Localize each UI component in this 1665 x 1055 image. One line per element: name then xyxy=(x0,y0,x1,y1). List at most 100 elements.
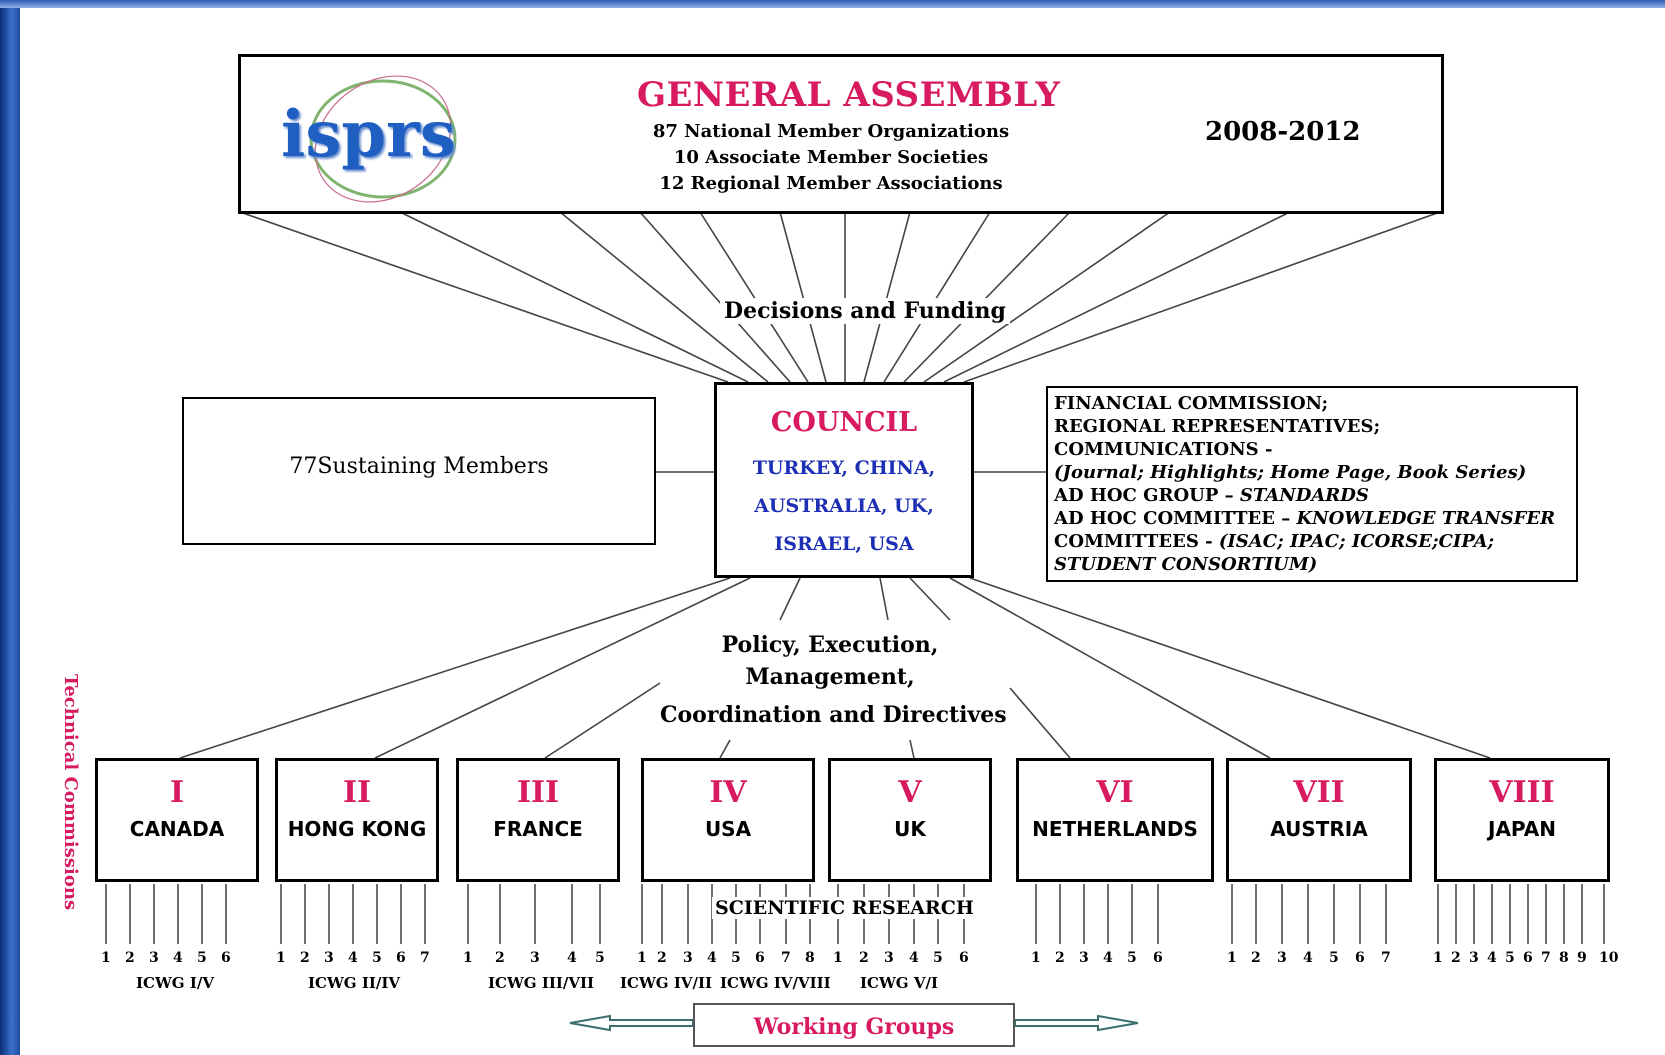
commission-country: HONG KONG xyxy=(287,817,427,841)
wg-number: 3 xyxy=(1079,950,1089,966)
wg-number: 5 xyxy=(1127,950,1137,966)
wg-number: 3 xyxy=(1469,950,1479,966)
wg-number: 4 xyxy=(909,950,919,966)
slide-left-border xyxy=(0,0,20,1055)
technical-commissions-label: Technical Commissions xyxy=(60,674,81,911)
commission-country: UK xyxy=(894,817,926,841)
commission-numeral: I xyxy=(169,775,185,810)
council-title: COUNCIL xyxy=(770,407,918,438)
wg-number: 5 xyxy=(595,950,605,966)
commission-country: JAPAN xyxy=(1488,817,1556,841)
commissions-committees-box: FINANCIAL COMMISSION; REGIONAL REPRESENT… xyxy=(1046,386,1578,582)
commission-link xyxy=(909,577,951,621)
wg-number: 9 xyxy=(1577,950,1587,966)
commission-country: USA xyxy=(704,817,752,841)
wg-number: 5 xyxy=(1505,950,1515,966)
communications-detail-line: (Journal; Highlights; Home Page, Book Se… xyxy=(1054,462,1527,483)
wg-number: 5 xyxy=(372,950,382,966)
wg-number: 1 xyxy=(1031,950,1041,966)
commission-numeral: VI xyxy=(1096,775,1134,810)
committees-label: COMMITTEES - xyxy=(1054,531,1219,552)
committees-detail: (ISAC; IPAC; ICORSE;CIPA; xyxy=(1218,531,1495,552)
commission-numeral: VII xyxy=(1293,775,1345,810)
wg-number: 3 xyxy=(1277,950,1287,966)
period-label: 2008-2012 xyxy=(1205,117,1361,147)
fan-line xyxy=(963,211,1441,383)
commission-link xyxy=(949,577,1271,759)
wg-number: 1 xyxy=(463,950,473,966)
wg-number: 2 xyxy=(495,950,505,966)
ad-hoc-committee-label: AD HOC COMMITTEE – xyxy=(1054,508,1297,529)
communications-line: COMMUNICATIONS - xyxy=(1054,439,1273,460)
wg-number: 2 xyxy=(657,950,667,966)
commission-box-v: V UK xyxy=(828,758,992,882)
commission-box-vi: VI NETHERLANDS xyxy=(1016,758,1214,882)
committees-list: FINANCIAL COMMISSION; REGIONAL REPRESENT… xyxy=(1054,392,1555,576)
wg-number: 2 xyxy=(859,950,869,966)
icwg-label: ICWG II/IV xyxy=(308,974,400,992)
wg-number: 6 xyxy=(396,950,406,966)
commission-numeral: VIII xyxy=(1489,775,1555,810)
fan-line xyxy=(399,211,749,383)
wg-number: 8 xyxy=(1559,950,1569,966)
fan-line xyxy=(863,211,911,383)
icwg-label: ICWG V/I xyxy=(860,974,938,992)
financial-commission-line: FINANCIAL COMMISSION; xyxy=(1054,393,1329,414)
commission-link xyxy=(719,739,731,759)
wg-number: 7 xyxy=(420,950,430,966)
commission-link xyxy=(544,682,661,759)
wg-number: 5 xyxy=(197,950,207,966)
commission-box-iv: IV USA xyxy=(641,758,815,882)
fan-line xyxy=(779,211,827,383)
wg-number: 6 xyxy=(221,950,231,966)
fan-line xyxy=(699,211,809,383)
commission-link xyxy=(179,577,731,759)
wg-number: 7 xyxy=(1381,950,1391,966)
ad-hoc-committee-line: AD HOC COMMITTEE – KNOWLEDGE TRANSFER xyxy=(1054,507,1555,530)
wg-number: 5 xyxy=(933,950,943,966)
regional-representatives-line: REGIONAL REPRESENTATIVES; xyxy=(1054,416,1381,437)
wg-number: 3 xyxy=(683,950,693,966)
wg-number: 6 xyxy=(959,950,969,966)
wg-number: 2 xyxy=(125,950,135,966)
ad-hoc-group-label: AD HOC GROUP – xyxy=(1054,485,1240,506)
wg-number: 2 xyxy=(300,950,310,966)
wg-number: 6 xyxy=(1355,950,1365,966)
icwg-label: ICWG I/V xyxy=(136,974,214,992)
icwg-label: ICWG III/VII xyxy=(488,974,595,992)
working-groups-box: Working Groups xyxy=(693,1003,1015,1047)
scientific-research-label: SCIENTIFIC RESEARCH xyxy=(712,897,977,919)
wg-number: 4 xyxy=(173,950,183,966)
wg-number: 7 xyxy=(781,950,791,966)
commission-country: CANADA xyxy=(129,817,225,841)
council-countries-line: ISRAEL, USA xyxy=(774,533,914,555)
standards-label: STANDARDS xyxy=(1239,485,1369,506)
commission-link xyxy=(879,577,889,621)
working-groups-label: Working Groups xyxy=(753,1014,955,1040)
regional-members-line: 12 Regional Member Associations xyxy=(659,173,1003,194)
wg-number: 1 xyxy=(1227,950,1237,966)
management-line: Management, xyxy=(745,664,915,690)
commission-numeral: V xyxy=(898,775,922,810)
wg-number: 4 xyxy=(1303,950,1313,966)
general-assembly-box: isprs GENERAL ASSEMBLY 87 National Membe… xyxy=(238,54,1444,214)
commission-box-ii: II HONG KONG xyxy=(275,758,439,882)
wg-number: 8 xyxy=(805,950,815,966)
commission-country: NETHERLANDS xyxy=(1032,817,1198,841)
wg-number: 3 xyxy=(530,950,540,966)
wg-number: 3 xyxy=(884,950,894,966)
wg-number: 7 xyxy=(1541,950,1551,966)
commission-link xyxy=(969,577,1491,759)
wg-number: 4 xyxy=(1487,950,1497,966)
council-box: COUNCIL TURKEY, CHINA, AUSTRALIA, UK, IS… xyxy=(714,382,974,578)
left-arrow xyxy=(569,1014,694,1032)
fan-line xyxy=(639,211,791,383)
wg-number: 1 xyxy=(637,950,647,966)
wg-number: 1 xyxy=(276,950,286,966)
knowledge-transfer-label: KNOWLEDGE TRANSFER xyxy=(1296,508,1556,529)
wg-number: 4 xyxy=(1103,950,1113,966)
wg-number: 3 xyxy=(324,950,334,966)
isprs-logo xyxy=(309,75,457,203)
